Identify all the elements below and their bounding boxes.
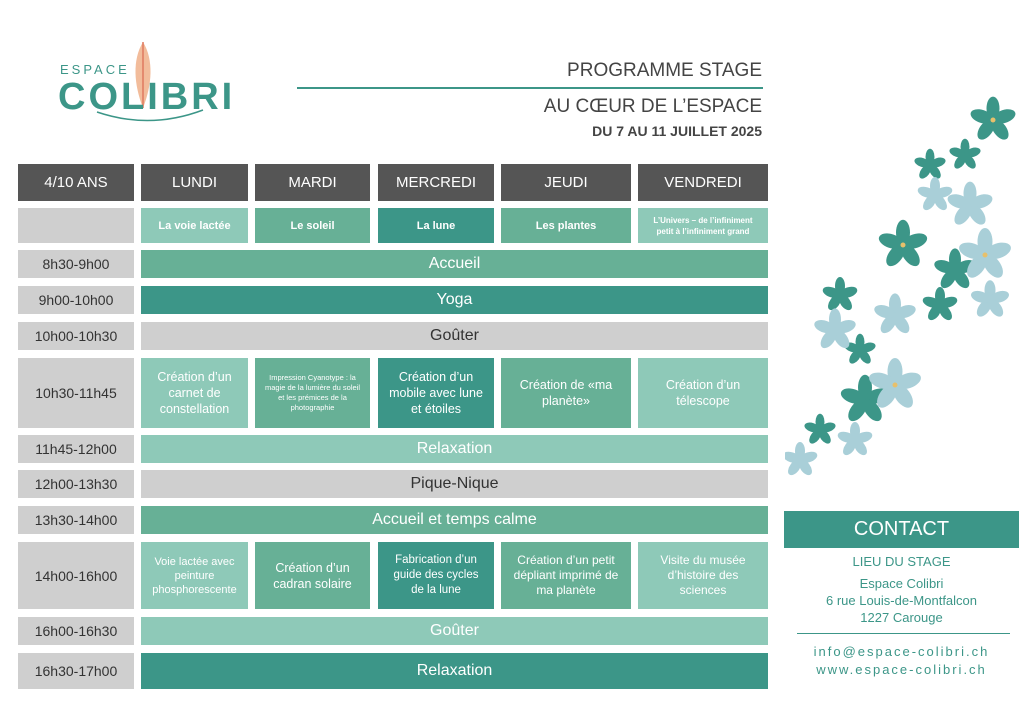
- span-accueil: Accueil: [141, 250, 768, 278]
- day-header-wednesday: MERCREDI: [378, 164, 494, 201]
- theme-monday: La voie lactée: [141, 208, 248, 243]
- activity-afternoon-tuesday: Création d’un cadran solaire: [255, 542, 370, 609]
- time-0830: 8h30-9h00: [18, 250, 134, 278]
- time-1630: 16h30-17h00: [18, 653, 134, 689]
- day-header-tuesday: MARDI: [255, 164, 370, 201]
- span-relaxation-morning: Relaxation: [141, 435, 768, 463]
- theme-wednesday: La lune: [378, 208, 494, 243]
- logo-colibri-text: COLIBRI: [58, 76, 236, 118]
- time-1145: 11h45-12h00: [18, 435, 134, 463]
- time-1200: 12h00-13h30: [18, 470, 134, 498]
- activity-morning-thursday: Création de «ma planète»: [501, 358, 631, 428]
- logo-swoosh: [96, 109, 204, 122]
- contact-place-label: LIEU DU STAGE: [852, 554, 951, 569]
- title-divider: [297, 87, 763, 89]
- time-1330: 13h30-14h00: [18, 506, 134, 534]
- activity-afternoon-wednesday: Fabrication d’un guide des cycles de la …: [378, 542, 494, 609]
- activity-afternoon-thursday: Création d’un petit dépliant imprimé de …: [501, 542, 631, 609]
- page-title: PROGRAMME STAGE: [567, 60, 762, 81]
- time-0900: 9h00-10h00: [18, 286, 134, 314]
- time-1000: 10h00-10h30: [18, 322, 134, 350]
- flower-decoration-icon: [785, 96, 1018, 478]
- age-header: 4/10 ANS: [18, 164, 134, 201]
- theme-tuesday: Le soleil: [255, 208, 370, 243]
- day-header-thursday: JEUDI: [501, 164, 631, 201]
- span-yoga: Yoga: [141, 286, 768, 314]
- contact-divider: [797, 633, 1010, 634]
- page-subtitle: AU CŒUR DE L’ESPACE: [543, 96, 762, 117]
- activity-morning-tuesday: Impression Cyanotype : la magie de la lu…: [255, 358, 370, 428]
- activity-afternoon-monday: Voie lactée avec peinture phosphorescent…: [141, 542, 248, 609]
- contact-email[interactable]: info@espace-colibri.ch: [813, 644, 990, 659]
- time-1600: 16h00-16h30: [18, 617, 134, 645]
- activity-morning-monday: Création d’un carnet de constellation: [141, 358, 248, 428]
- theme-friday: L’Univers – de l’infiniment petit à l’in…: [638, 208, 768, 243]
- contact-name: Espace Colibri: [859, 576, 944, 591]
- span-temps-calme: Accueil et temps calme: [141, 506, 768, 534]
- time-1030: 10h30-11h45: [18, 358, 134, 428]
- activity-morning-friday: Création d’un télescope: [638, 358, 768, 428]
- page-dates: DU 7 AU 11 JUILLET 2025: [592, 123, 762, 139]
- time-1400: 14h00-16h00: [18, 542, 134, 609]
- span-gouter-morning: Goûter: [141, 322, 768, 350]
- logo-espace-text: ESPACE: [60, 62, 130, 77]
- activity-morning-wednesday: Création d’un mobile avec lune et étoile…: [378, 358, 494, 428]
- activity-afternoon-friday: Visite du musée d’histoire des sciences: [638, 542, 768, 609]
- hummingbird-feather-icon: [135, 42, 151, 108]
- span-relaxation-afternoon: Relaxation: [141, 653, 768, 689]
- day-header-monday: LUNDI: [141, 164, 248, 201]
- span-gouter-afternoon: Goûter: [141, 617, 768, 645]
- contact-city: 1227 Carouge: [860, 610, 943, 625]
- theme-thursday: Les plantes: [501, 208, 631, 243]
- span-pique-nique: Pique-Nique: [141, 470, 768, 498]
- contact-website[interactable]: www.espace-colibri.ch: [816, 662, 987, 677]
- contact-street: 6 rue Louis-de-Montfalcon: [825, 593, 978, 608]
- day-header-friday: VENDREDI: [638, 164, 768, 201]
- theme-row-label: [18, 208, 134, 243]
- contact-header: CONTACT: [784, 511, 1019, 548]
